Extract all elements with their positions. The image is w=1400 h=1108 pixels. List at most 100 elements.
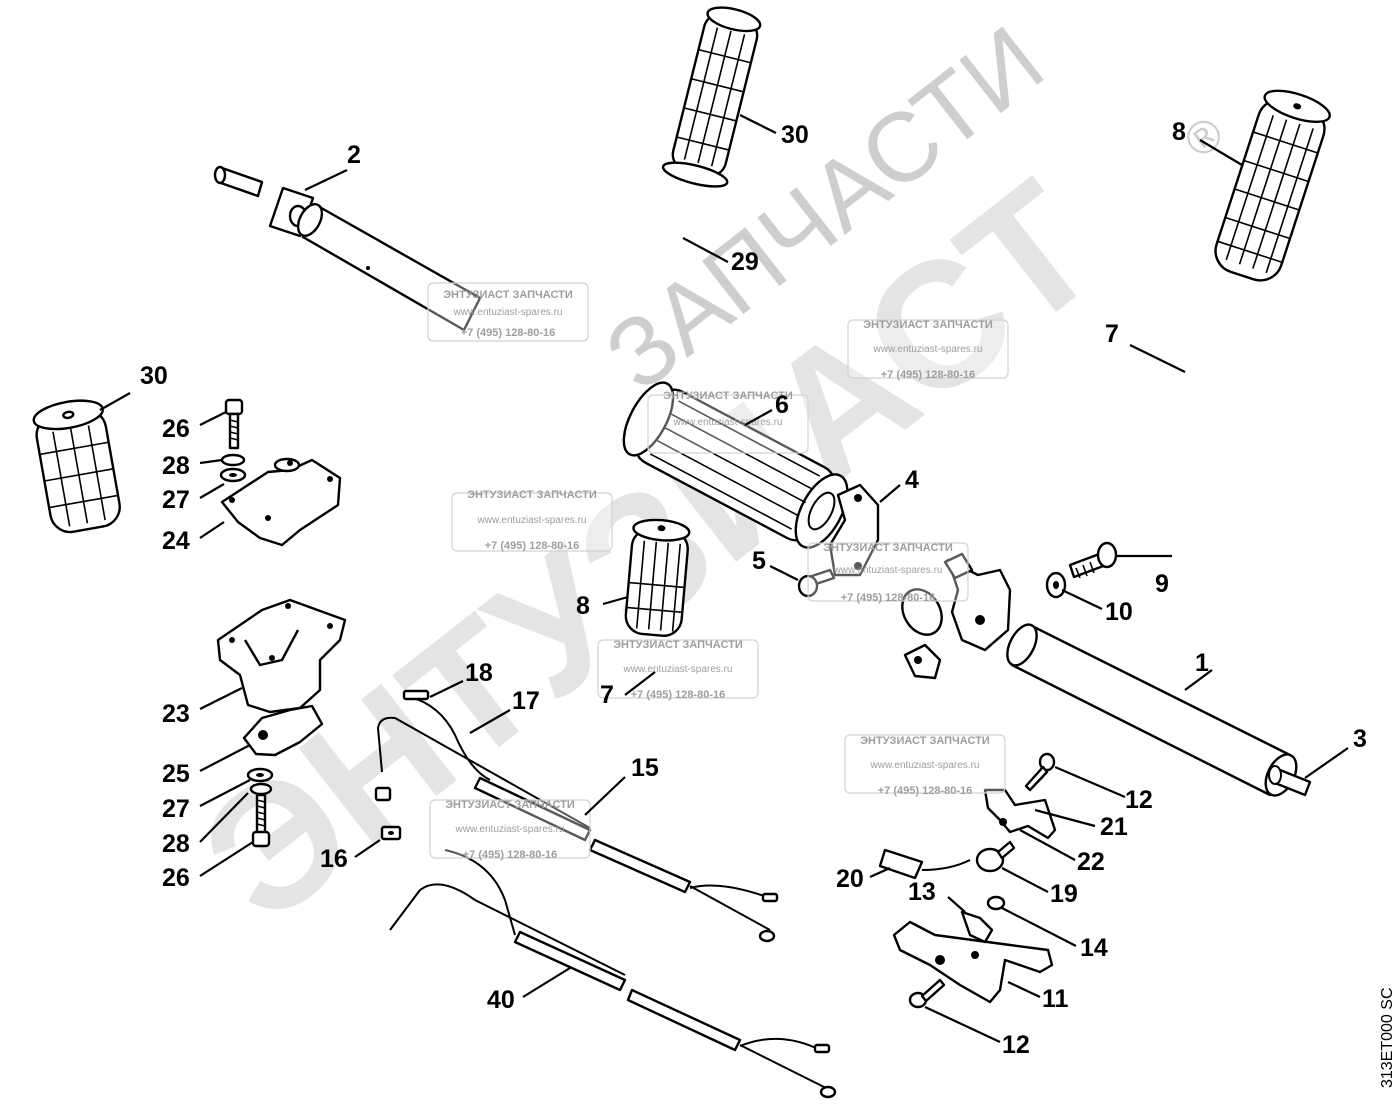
callout-20: 20: [836, 865, 864, 893]
callouts: 1 2 3 4 5 6 7 7 8 8 9 10 11 12 12 13 14 …: [140, 118, 1367, 1059]
callout-30-upper: 30: [781, 121, 809, 149]
callout-9: 9: [1155, 570, 1169, 598]
leader-lines: [99, 114, 1349, 1043]
callout-12-upper: 12: [1125, 786, 1153, 814]
callout-15: 15: [631, 754, 659, 782]
stamp-7-name: ЭНТУЗИАСТ ЗАПЧАСТИ: [860, 735, 990, 747]
bracket-22: [983, 788, 1057, 840]
cable-17: [376, 689, 592, 842]
part-2-sleeve: [213, 165, 482, 332]
stamp-3-name: ЭНТУЗИАСТ ЗАПЧАСТИ: [663, 390, 793, 402]
stamp-8-phone: +7 (495) 128-80-16: [463, 849, 557, 861]
stamp-1-site: www.entuziast-spares.ru: [453, 307, 563, 318]
callout-7-upper: 7: [1105, 320, 1119, 348]
grip-30-lower: [32, 399, 121, 534]
callout-14: 14: [1080, 934, 1108, 962]
callout-4: 4: [905, 466, 919, 494]
lever-11-13-14: [892, 895, 1054, 1004]
stamp-4-name: ЭНТУЗИАСТ ЗАПЧАСТИ: [467, 489, 597, 501]
stamp-5-site: www.entuziast-spares.ru: [833, 565, 943, 576]
stamp-3-site: www.entuziast-spares.ru: [673, 417, 783, 428]
stamp-8-site: www.entuziast-spares.ru: [455, 824, 565, 835]
stamp-7-phone: +7 (495) 128-80-16: [878, 785, 972, 797]
central-bracket: [943, 552, 1012, 652]
callout-22: 22: [1077, 848, 1105, 876]
stamp-2: ЭНТУЗИАСТ ЗАПЧАСТИ www.entuziast-spares.…: [847, 319, 1009, 381]
callout-7-lower: 7: [600, 681, 614, 709]
stamp-1-phone: +7 (495) 128-80-16: [461, 327, 555, 339]
screw-set-upper: [219, 398, 247, 483]
screw-12-lower: [908, 978, 946, 1009]
stamp-4-phone: +7 (495) 128-80-16: [485, 540, 579, 552]
callout-21: 21: [1100, 813, 1128, 841]
callout-13: 13: [908, 878, 936, 906]
stamp-1-name: ЭНТУЗИАСТ ЗАПЧАСТИ: [443, 289, 573, 301]
callout-11: 11: [1042, 985, 1069, 1013]
callout-29: 29: [731, 248, 759, 276]
screw-9: [1068, 541, 1118, 579]
stamp-8: ЭНТУЗИАСТ ЗАПЧАСТИ www.entuziast-spares.…: [429, 799, 591, 861]
callout-10: 10: [1105, 598, 1133, 626]
clamp-25: [242, 704, 324, 757]
stamp-1: ЭНТУЗИАСТ ЗАПЧАСТИ www.entuziast-spares.…: [427, 282, 589, 342]
shaft-1: [1006, 623, 1312, 797]
left-handlebar: [66, 144, 701, 656]
stamp-2-name: ЭНТУЗИАСТ ЗАПЧАСТИ: [863, 319, 993, 331]
grip-8-upper: [1214, 89, 1331, 282]
callout-23: 23: [162, 700, 190, 728]
grip-8-lower: [624, 518, 691, 637]
callout-28-lower: 28: [162, 830, 190, 858]
cable-40: [389, 849, 837, 1099]
stamp-6: ЭНТУЗИАСТ ЗАПЧАСТИ www.entuziast-spares.…: [597, 639, 759, 701]
stamp-6-name: ЭНТУЗИАСТ ЗАПЧАСТИ: [613, 639, 743, 651]
screw-set-lower: [246, 767, 274, 848]
stamp-4: ЭНТУЗИАСТ ЗАПЧАСТИ www.entuziast-spares.…: [451, 489, 613, 552]
callout-30-lower: 30: [140, 362, 168, 390]
switch-19-20: [878, 840, 1016, 880]
nut-16-18: [374, 786, 402, 841]
callout-6: 6: [775, 391, 789, 419]
stamp-2-site: www.entuziast-spares.ru: [873, 344, 983, 355]
stamp-6-site: www.entuziast-spares.ru: [623, 664, 733, 675]
callout-27-upper: 27: [162, 486, 190, 514]
callout-24: 24: [162, 527, 190, 555]
clamp-4: [828, 483, 880, 577]
drawing-code: 313ET000 SC: [1379, 987, 1396, 1088]
right-handlebar-upper: [984, 249, 1241, 606]
stamp-2-phone: +7 (495) 128-80-16: [881, 369, 975, 381]
stamp-6-phone: +7 (495) 128-80-16: [631, 689, 725, 701]
washer-10: [1045, 571, 1067, 599]
screw-12-upper: [1024, 752, 1056, 792]
callout-5: 5: [752, 547, 766, 575]
grip-6: [622, 381, 849, 549]
callout-26-upper: 26: [162, 415, 190, 443]
callout-40: 40: [487, 986, 515, 1014]
callout-2: 2: [347, 141, 361, 169]
callout-19: 19: [1050, 880, 1078, 908]
stamp-8-name: ЭНТУЗИАСТ ЗАПЧАСТИ: [445, 799, 575, 811]
stamp-7: ЭНТУЗИАСТ ЗАПЧАСТИ www.entuziast-spares.…: [844, 734, 1006, 797]
callout-18: 18: [465, 659, 493, 687]
callout-1: 1: [1195, 649, 1209, 677]
callout-8-upper: 8: [1172, 118, 1186, 146]
clamp-23: [216, 598, 347, 714]
stamp-7-site: www.entuziast-spares.ru: [870, 760, 980, 771]
stamp-3: ЭНТУЗИАСТ ЗАПЧАСТИ www.entuziast-spares.…: [647, 390, 809, 454]
stamp-4-site: www.entuziast-spares.ru: [477, 515, 587, 526]
callout-8-lower: 8: [576, 592, 590, 620]
callout-12-lower: 12: [1002, 1031, 1030, 1059]
callout-26-lower: 26: [162, 864, 190, 892]
stamp-5: ЭНТУЗИАСТ ЗАПЧАСТИ www.entuziast-spares.…: [807, 542, 969, 604]
callout-17: 17: [512, 687, 540, 715]
clamp-24: [220, 457, 342, 547]
callout-16: 16: [320, 845, 348, 873]
stamp-5-name: ЭНТУЗИАСТ ЗАПЧАСТИ: [823, 542, 953, 554]
callout-27-lower: 27: [162, 795, 190, 823]
cable-15: [588, 838, 779, 943]
stamp-5-phone: +7 (495) 128-80-16: [841, 592, 935, 604]
grip-30-upper: [661, 6, 762, 188]
callout-3: 3: [1353, 725, 1367, 753]
callout-28-upper: 28: [162, 452, 190, 480]
